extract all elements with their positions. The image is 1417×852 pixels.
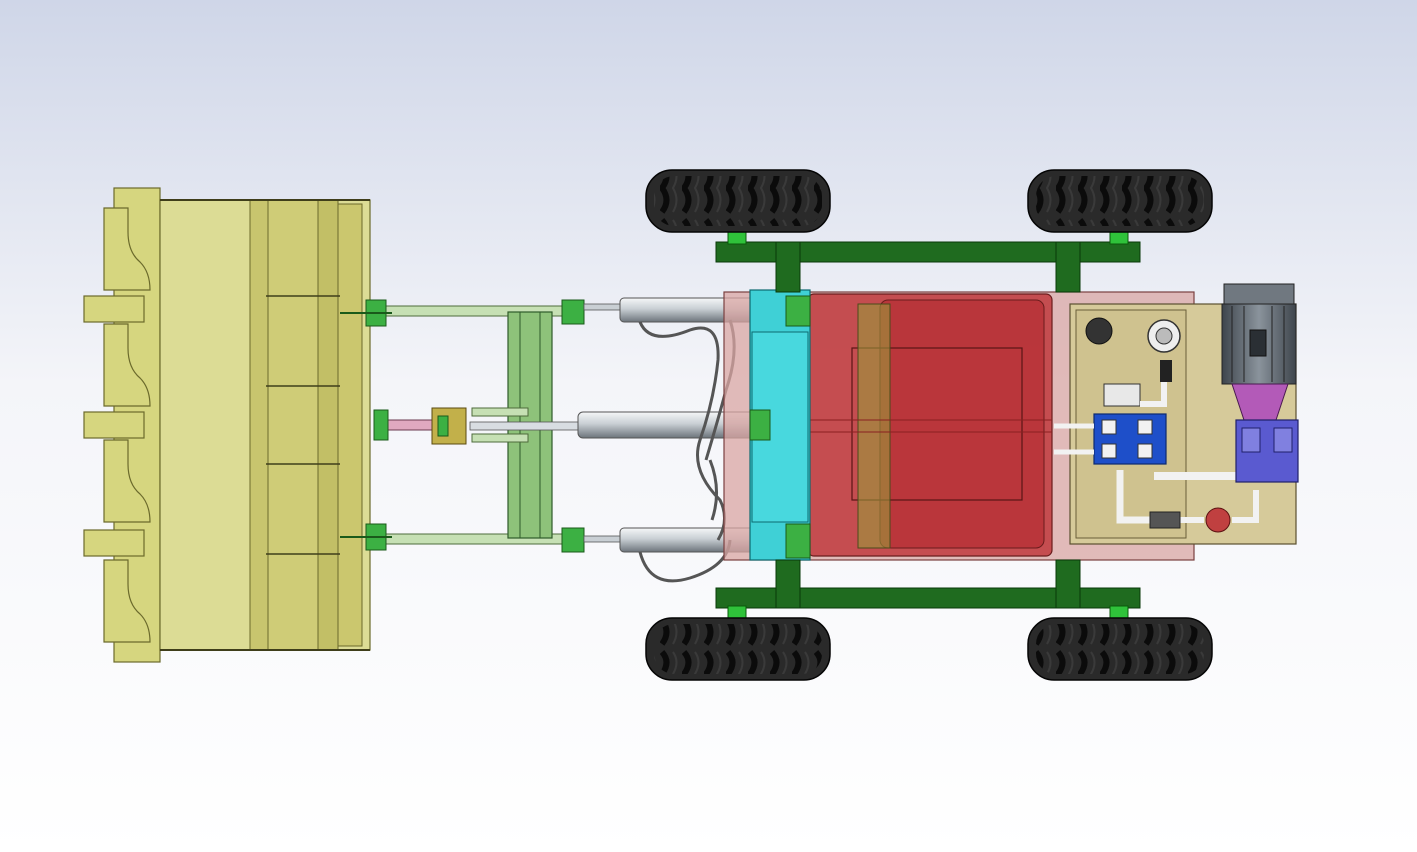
pin-icon (561, 527, 585, 553)
pivot-pins (340, 299, 585, 553)
frame-post (1055, 241, 1081, 293)
hose (638, 321, 726, 541)
chassis[interactable] (723, 289, 1195, 561)
frame-post (1055, 559, 1081, 609)
valve-port (1137, 419, 1153, 435)
frame-post (775, 559, 801, 609)
pin-icon (373, 409, 389, 441)
valve-port (1101, 443, 1117, 459)
tire-icon[interactable] (1027, 617, 1213, 681)
hydraulic-power-unit[interactable] (1054, 283, 1299, 545)
bucket-rib (267, 199, 319, 651)
tire-icon[interactable] (645, 169, 831, 233)
motor-icon[interactable] (1221, 283, 1297, 385)
filter-red (1205, 507, 1231, 533)
bucket-tooth (103, 559, 151, 643)
front-frame-beam (715, 241, 1141, 263)
bucket-rib (317, 199, 339, 651)
tires[interactable] (645, 169, 1213, 681)
breather-inner (1155, 327, 1173, 345)
rear-frame-beam (715, 587, 1141, 609)
tire-icon[interactable] (1027, 169, 1213, 233)
pin-icon (785, 523, 811, 559)
bucket-tooth (103, 207, 151, 291)
axle-frame[interactable] (715, 229, 1141, 621)
gearbox-port (1241, 427, 1261, 453)
filter (1149, 511, 1181, 529)
frame-post (775, 241, 801, 293)
tilt-cylinder-rod (469, 421, 583, 431)
cylinder-rod (583, 535, 625, 543)
tire-icon[interactable] (645, 617, 831, 681)
bucket-rib (337, 203, 363, 647)
gearbox-port (1273, 427, 1293, 453)
body-panel (879, 299, 1045, 549)
valve-port (1101, 419, 1117, 435)
tilt-link (471, 407, 529, 417)
pin-icon (785, 295, 811, 327)
bucket-tooth-tab (83, 529, 145, 557)
valve-head (1103, 383, 1141, 407)
tank-cap-icon (1085, 317, 1113, 345)
bucket-tooth (103, 323, 151, 407)
pipe (1232, 490, 1259, 523)
pin-icon (340, 523, 392, 551)
bucket-rib (249, 199, 269, 651)
body-strip (857, 303, 891, 549)
pin-icon (749, 409, 771, 441)
bucket-tooth (103, 439, 151, 523)
hose (708, 459, 718, 521)
seat-outline (851, 347, 1023, 501)
valve-port (1137, 443, 1153, 459)
pin-icon (431, 407, 467, 445)
bucket-tooth-tab (83, 295, 145, 323)
bucket-tooth-tab (83, 411, 145, 439)
cylinder-rod (583, 303, 625, 311)
tilt-link (471, 433, 529, 443)
bucket[interactable] (83, 187, 371, 663)
gauge (1160, 360, 1172, 382)
pin-icon (340, 299, 392, 327)
pin-icon (561, 299, 585, 325)
pipe (1116, 470, 1150, 524)
